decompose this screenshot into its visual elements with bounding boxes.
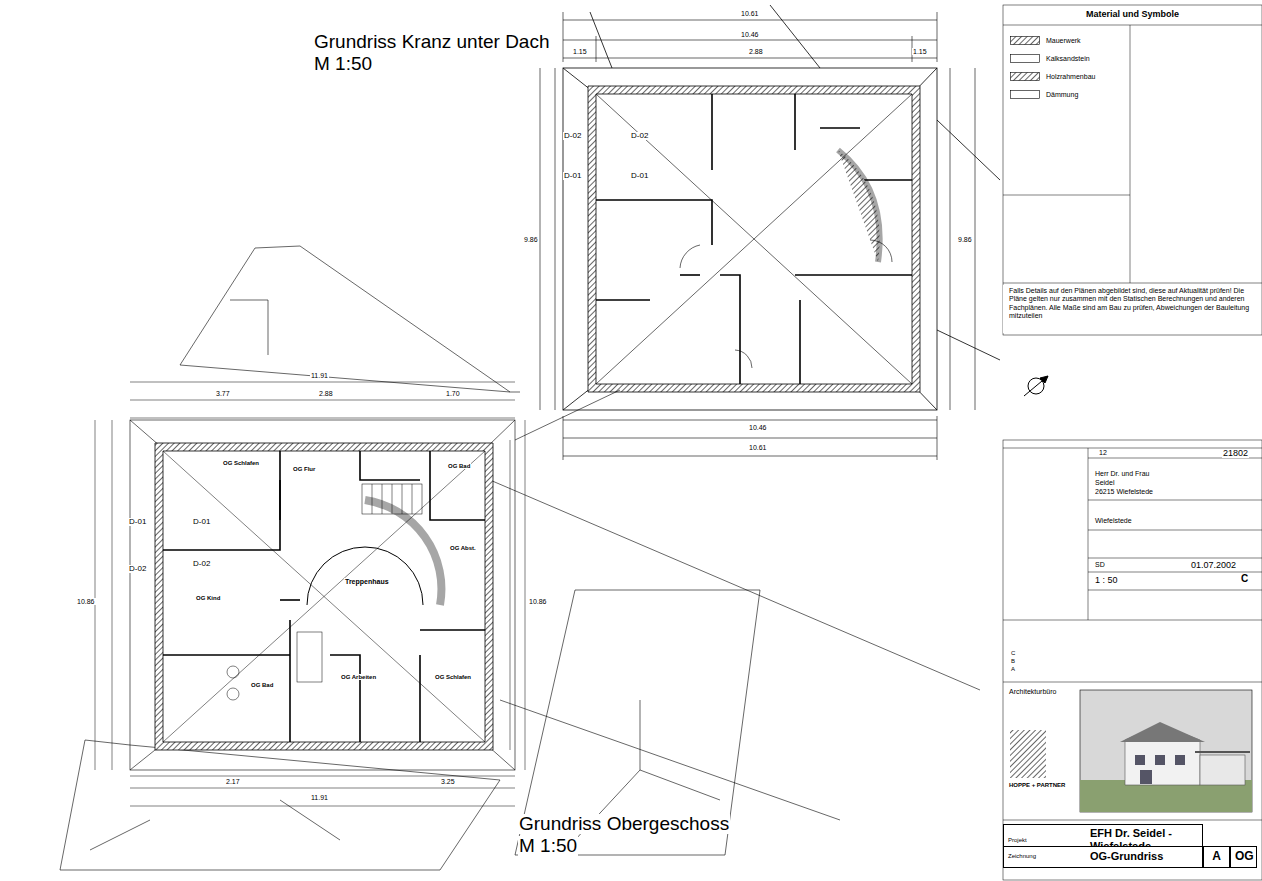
hatch-sample (1010, 54, 1040, 63)
plan-label: OG Schlafen (222, 460, 260, 466)
field-value: OG-Grundriss (1090, 850, 1163, 863)
legend-text: Holzrahmenbau (1046, 73, 1095, 80)
plan-label: OG Arbeiten (340, 674, 377, 680)
plan-label: 01.07.2002 (1190, 561, 1237, 570)
plan-label: Herr Dr. und Frau (1094, 470, 1150, 477)
plan-label: D-02 (630, 132, 649, 140)
plan-heading: M 1:50 (518, 836, 578, 856)
legend-text: Dämmung (1046, 91, 1078, 98)
hatch-sample (1010, 36, 1040, 45)
field-heading: Projekt (1008, 837, 1090, 844)
plan-label: 11.91 (310, 372, 329, 379)
plan-label: B (1010, 658, 1016, 664)
plan-label: OG Bad (447, 463, 471, 469)
title-block-field: OG (1230, 846, 1257, 868)
plan-label: 10.86 (528, 598, 548, 605)
plan-label: 3.25 (440, 778, 456, 785)
plan-label: 9.86 (957, 236, 973, 243)
plan-label: 10.46 (748, 424, 768, 431)
plan-label: D-02 (128, 565, 147, 573)
hatch-sample (1010, 72, 1040, 81)
plan-label: D-01 (563, 172, 582, 180)
plan-heading: M 1:50 (313, 54, 373, 74)
plan-heading: Grundriss Kranz unter Dach (313, 32, 551, 52)
plan-label: D-02 (563, 132, 582, 140)
field-heading: Zeichnung (1008, 853, 1090, 860)
plan-label: 11.91 (310, 794, 329, 801)
plan-label: 1 : 50 (1094, 576, 1119, 585)
plan-label: D-02 (192, 560, 211, 568)
field-heading: Material und Symbole (1003, 9, 1262, 20)
plan-label: Architekturbüro (1008, 688, 1057, 695)
title-block-field: ZeichnungOG-Grundriss (1003, 846, 1203, 868)
field-heading: OG (1235, 849, 1252, 863)
plan-label: HOPPE + PARTNER (1008, 782, 1066, 788)
plan-label: OG Kind (195, 595, 221, 601)
plan-label: 1.15 (912, 48, 928, 55)
plan-label: Wiefelstede (1094, 517, 1133, 524)
legend-entry: Mauerwerk (1010, 36, 1081, 45)
hatch-sample (1010, 90, 1040, 99)
plan-heading: Grundriss Obergeschoss (518, 814, 730, 834)
legend-text: Mauerwerk (1046, 37, 1081, 44)
plan-label: Treppenhaus (344, 578, 390, 585)
legend-entry: Holzrahmenbau (1010, 72, 1095, 81)
plan-label: 21802 (1222, 449, 1249, 458)
plan-label: D-01 (630, 172, 649, 180)
note-box: Falls Details auf den Plänen abgebildet … (1003, 285, 1260, 333)
legend-text: Kalksandstein (1046, 55, 1090, 62)
plan-label: 10.86 (76, 598, 96, 605)
plan-label: C (1010, 650, 1016, 656)
field-heading: A (1208, 849, 1225, 863)
plan-label: 10.46 (740, 31, 760, 38)
plan-label: 2.88 (318, 390, 334, 397)
title-block-field: A (1203, 846, 1230, 868)
legend-entry: Dämmung (1010, 90, 1078, 99)
plan-label: 10.61 (740, 10, 760, 17)
legend-panel: Material und SymboleFalls Details auf de… (1003, 5, 1262, 335)
plan-label: 1.15 (572, 48, 588, 55)
plan-label: C (1240, 574, 1249, 585)
plan-label: 2.88 (748, 48, 764, 55)
plan-label: 26215 Wiefelstede (1094, 488, 1154, 495)
plan-label: 10.61 (748, 444, 768, 451)
plan-label: Seidel (1094, 479, 1115, 486)
plan-label: OG Bad (250, 682, 274, 688)
plan-label: 9.86 (523, 236, 539, 243)
plan-label: D-01 (192, 518, 211, 526)
plan-label: A (1010, 666, 1016, 672)
plan-label: SD (1094, 561, 1106, 568)
plan-label: 12 (1098, 449, 1108, 456)
plan-label: OG Flur (292, 466, 316, 472)
plan-label: 2.17 (225, 778, 241, 785)
plan-label: D-01 (128, 518, 147, 526)
plan-label: 1.70 (445, 390, 461, 397)
plan-label: OG Schlafen (434, 674, 472, 680)
legend-entry: Kalksandstein (1010, 54, 1090, 63)
plan-label: 3.77 (215, 390, 231, 397)
field-heading: Falls Details auf den Plänen abgebildet … (1009, 287, 1254, 321)
plan-label: OG Abst. (449, 545, 477, 551)
